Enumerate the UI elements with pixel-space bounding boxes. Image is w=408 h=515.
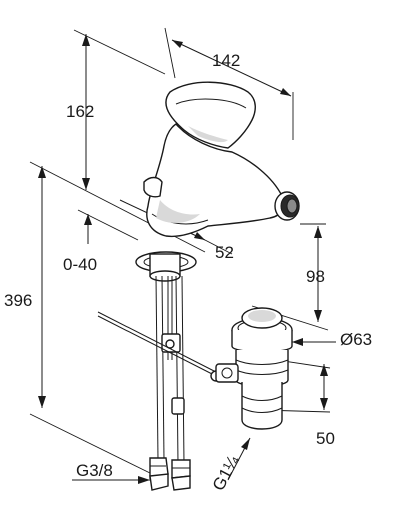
dimension-diameter-63 — [292, 338, 336, 346]
hose-nut-left — [149, 457, 169, 491]
drain-thread-leader — [227, 437, 251, 481]
dimension-52-label: 52 — [215, 243, 234, 262]
dimension-396-label: 396 — [4, 291, 32, 310]
supply-hose-left — [155, 275, 165, 461]
hose-thread-leader — [72, 476, 150, 484]
hose-thread-label: G3/8 — [76, 461, 113, 480]
dimension-0-40 — [77, 209, 139, 244]
mixer-body — [146, 123, 285, 238]
dimension-396 — [29, 161, 206, 475]
pop-up-waste — [215, 307, 293, 430]
mixer-lever-handle — [165, 81, 256, 149]
dimension-50-label: 50 — [316, 429, 335, 448]
mixer-side-knob — [143, 176, 163, 198]
supply-hose-right — [175, 275, 185, 465]
spray-nozzle — [274, 191, 300, 221]
dimension-0-40-label: 0-40 — [63, 255, 97, 274]
drain-thread-label: G1¼ — [209, 452, 243, 494]
dimension-diameter-63-label: Ø63 — [340, 330, 372, 349]
dimension-142 — [164, 27, 294, 140]
dimension-142-label: 142 — [212, 51, 240, 70]
dimension-162-label: 162 — [66, 102, 94, 121]
hose-clip-upper — [161, 333, 181, 353]
pull-rod — [97, 311, 222, 382]
mounting-flange — [135, 251, 197, 282]
dimension-98-label: 98 — [306, 267, 325, 286]
hose-clip-lower — [171, 397, 185, 415]
hose-nut-right — [171, 459, 191, 491]
dimension-162 — [73, 29, 166, 190]
